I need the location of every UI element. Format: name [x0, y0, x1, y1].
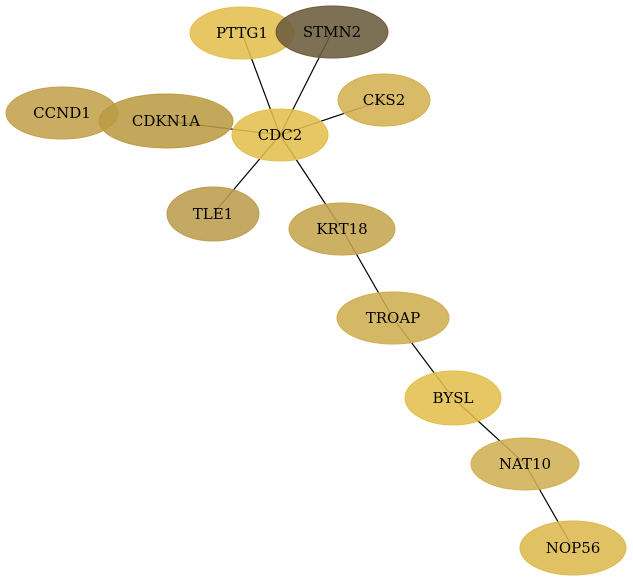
node-label: CCND1: [33, 104, 91, 122]
node-shape: [404, 370, 502, 426]
node-label: NAT10: [499, 455, 551, 473]
node-shape: [336, 291, 450, 345]
node-label: CDKN1A: [132, 112, 200, 130]
node-label: KRT18: [316, 220, 367, 238]
node-shape: [231, 108, 329, 162]
node-label: NOP56: [546, 539, 601, 557]
node-shape: [288, 202, 396, 256]
node-shape: [337, 73, 431, 127]
node-shape: [519, 520, 627, 576]
node-label: CKS2: [363, 91, 406, 109]
node-pttg1[interactable]: PTTG1: [189, 6, 295, 60]
node-label: BYSL: [433, 389, 474, 407]
node-label: PTTG1: [216, 24, 268, 42]
node-bysl[interactable]: BYSL: [404, 370, 502, 426]
node-krt18[interactable]: KRT18: [288, 202, 396, 256]
node-troap[interactable]: TROAP: [336, 291, 450, 345]
node-shape: [470, 437, 580, 491]
node-stmn2[interactable]: STMN2: [275, 5, 389, 59]
node-shape: [98, 93, 234, 149]
node-nat10[interactable]: NAT10: [470, 437, 580, 491]
node-cdc2[interactable]: CDC2: [231, 108, 329, 162]
node-shape: [275, 5, 389, 59]
node-cks2[interactable]: CKS2: [337, 73, 431, 127]
node-shape: [166, 186, 260, 242]
node-label: TROAP: [366, 309, 421, 327]
node-label: CDC2: [258, 126, 303, 144]
node-label: STMN2: [303, 23, 361, 41]
node-nop56[interactable]: NOP56: [519, 520, 627, 576]
node-ccnd1[interactable]: CCND1: [5, 86, 119, 140]
node-tle1[interactable]: TLE1: [166, 186, 260, 242]
node-label: TLE1: [193, 205, 233, 223]
node-cdkn1a[interactable]: CDKN1A: [98, 93, 234, 149]
